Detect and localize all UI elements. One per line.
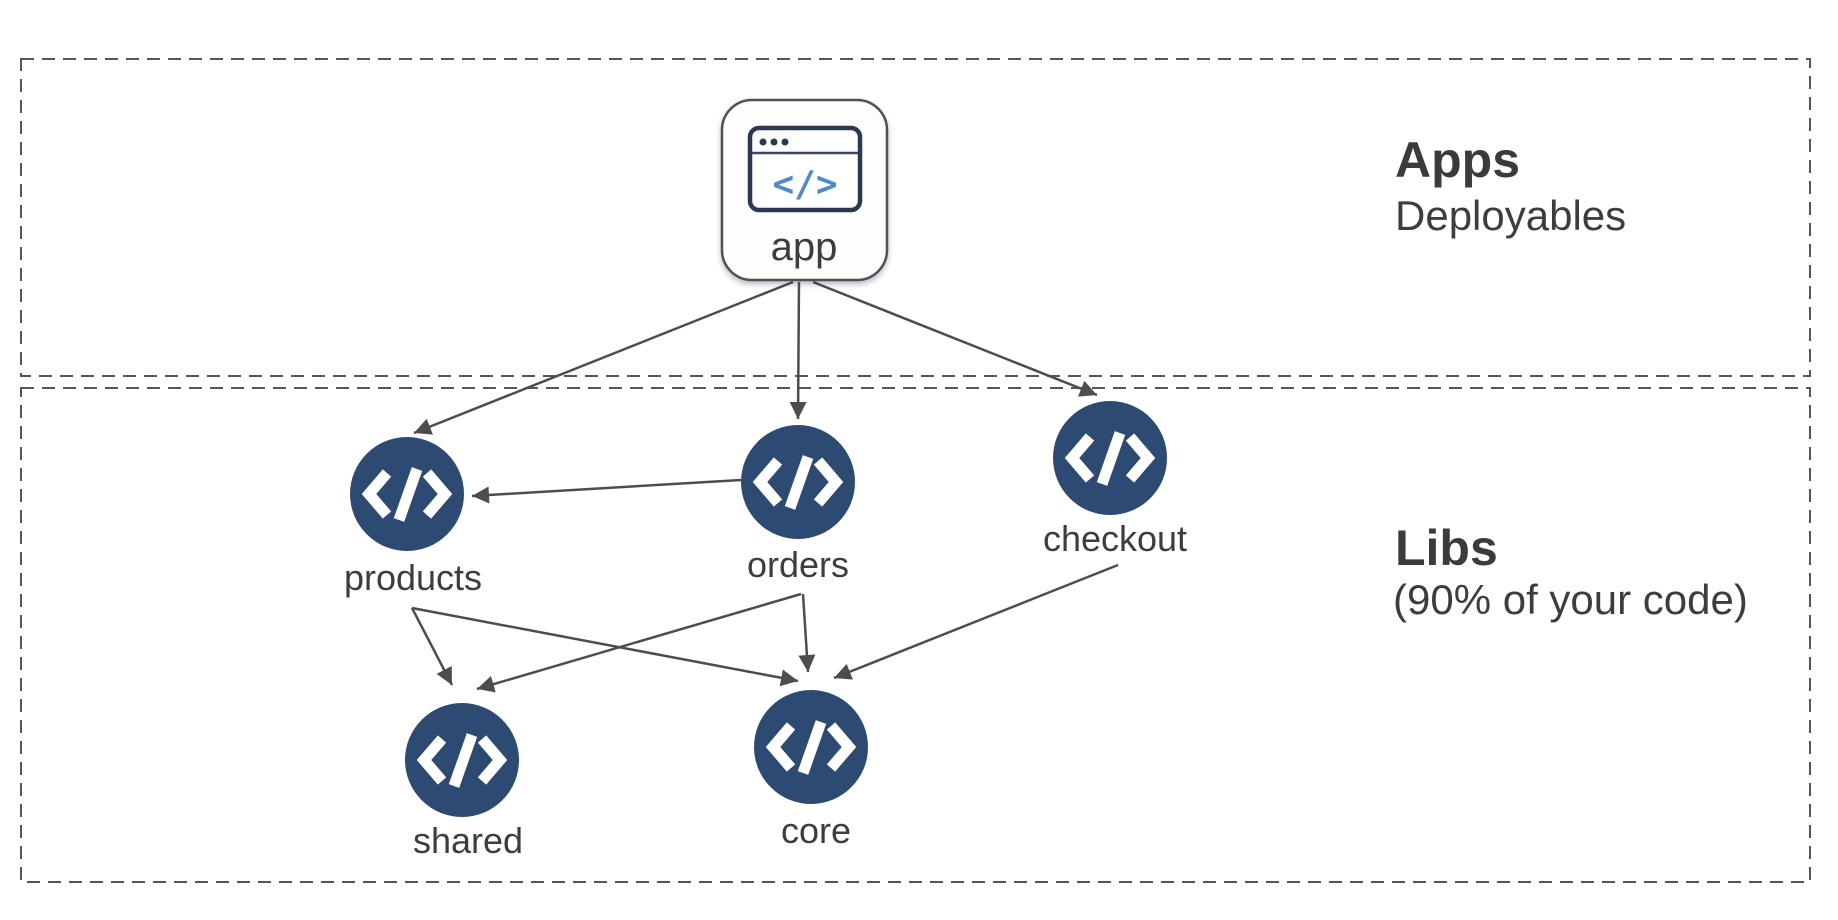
node-shared: shared (405, 703, 523, 861)
browser-code-icon: </> (747, 125, 863, 213)
node-app: </> app (720, 98, 889, 282)
node-checkout-label: checkout (1043, 518, 1187, 559)
edge-orders-core (798, 593, 816, 673)
node-shared-label: shared (413, 820, 523, 861)
edge-app-products (413, 280, 794, 435)
apps-section-title: Apps (1395, 132, 1520, 188)
svg-text:</>: </> (772, 164, 837, 205)
node-products: products (344, 437, 482, 598)
edge-checkout-core (833, 563, 1119, 680)
edge-orders-shared (476, 592, 802, 693)
libs-section-title: Libs (1395, 520, 1498, 576)
libs-section-subtitle: (90% of your code) (1393, 576, 1748, 623)
node-core: core (754, 690, 868, 851)
node-checkout: checkout (1043, 401, 1187, 559)
edge-orders-products (471, 478, 742, 504)
apps-section-box (20, 58, 1811, 377)
apps-section-subtitle: Deployables (1395, 192, 1626, 239)
edge-products-core (411, 606, 799, 687)
dependency-edges (410, 280, 1119, 693)
libs-section-box (20, 387, 1811, 883)
node-orders: orders (741, 425, 855, 585)
node-products-label: products (344, 557, 482, 598)
node-orders-label: orders (747, 544, 849, 585)
node-core-label: core (781, 810, 851, 851)
edge-products-shared (410, 607, 454, 686)
edge-app-orders (789, 281, 807, 420)
node-app-label: app (771, 225, 838, 269)
edge-app-checkout (812, 280, 1098, 397)
